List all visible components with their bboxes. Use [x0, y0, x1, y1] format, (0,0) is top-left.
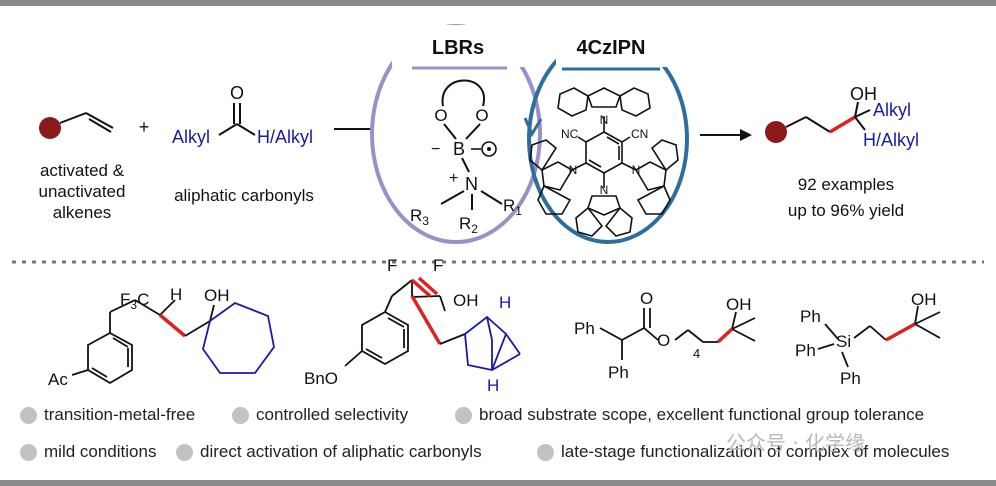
product-h-alkyl: H/Alkyl [863, 130, 919, 150]
substrate-dot [39, 117, 61, 139]
svg-text:B: B [453, 139, 465, 159]
feature-late-stage: late-stage functionalization of complex … [561, 442, 950, 461]
cycle-arrowhead [523, 117, 543, 138]
svg-text:N: N [600, 113, 609, 127]
carbonyl-label: aliphatic carbonyls [174, 186, 314, 205]
carbonyl-structure: Alkyl O H/Alkyl [172, 83, 313, 147]
svg-text:OH: OH [453, 291, 479, 310]
svg-text:Ph: Ph [840, 369, 861, 388]
alkene-label-line2: unactivated [39, 182, 126, 201]
svg-text:F: F [433, 256, 443, 275]
lbrs-title: LBRs [432, 37, 484, 59]
svg-text:BnO: BnO [304, 369, 338, 388]
example-2-structure [344, 279, 446, 367]
carbonyl-oxygen: O [230, 83, 244, 103]
example-1-structure [71, 299, 176, 385]
svg-text:O: O [434, 106, 447, 125]
svg-text:OH: OH [726, 295, 752, 314]
example-3-structure [599, 308, 756, 360]
feature-transition-metal-free: transition-metal-free [44, 405, 196, 424]
czipn-structure [529, 87, 679, 237]
svg-text:−: − [431, 141, 440, 158]
product-alkyl: Alkyl [873, 100, 911, 120]
svg-text:N: N [465, 174, 478, 194]
svg-text:Ph: Ph [574, 319, 595, 338]
feature-bullet [20, 407, 37, 424]
svg-text:N: N [600, 183, 609, 197]
svg-text:O: O [475, 106, 488, 125]
svg-text:F3C: F3C [120, 290, 149, 312]
example-4-structure [817, 305, 941, 368]
svg-text:N: N [632, 163, 641, 177]
svg-text:R1: R1 [503, 196, 522, 218]
feature-bullet [176, 444, 193, 461]
feature-direct-activation: direct activation of aliphatic carbonyls [200, 442, 482, 461]
svg-text:N: N [569, 163, 578, 177]
svg-text:OH: OH [204, 286, 230, 305]
carbonyl-alkyl: Alkyl [172, 127, 210, 147]
feature-bullet [20, 444, 37, 461]
svg-text:Ph: Ph [608, 363, 629, 382]
alkene-label-line3: alkenes [53, 203, 112, 222]
result-examples: 92 examples [798, 175, 894, 194]
feature-bullet [232, 407, 249, 424]
alkene-structure [39, 112, 114, 139]
feature-mild-conditions: mild conditions [44, 442, 157, 461]
lbr-structure: O O − B + N R3 R2 R1 [410, 79, 522, 236]
svg-text:CN: CN [631, 127, 648, 141]
cycloheptane-ring [202, 301, 275, 374]
svg-text:F: F [387, 256, 397, 275]
svg-text:Ph: Ph [800, 307, 821, 326]
svg-text:O: O [657, 331, 670, 350]
svg-text:H: H [499, 293, 511, 312]
svg-text:Si: Si [836, 332, 851, 351]
feature-controlled-selectivity: controlled selectivity [256, 405, 409, 424]
svg-text:H: H [487, 376, 499, 395]
svg-text:OH: OH [911, 290, 937, 309]
svg-text:4: 4 [693, 346, 700, 361]
top-border [0, 0, 996, 6]
feature-broad-scope: broad substrate scope, excellent functio… [479, 405, 925, 424]
watermark: 公众号 · 化学缘 [726, 431, 866, 455]
norbornane-ring [464, 315, 521, 372]
feature-bullet [537, 444, 554, 461]
svg-text:R3: R3 [410, 206, 429, 228]
svg-text:O: O [640, 289, 653, 308]
carbonyl-h-alkyl: H/Alkyl [257, 127, 313, 147]
svg-text:Ac: Ac [48, 370, 68, 389]
svg-text:R2: R2 [459, 214, 478, 236]
svg-text:H: H [170, 285, 182, 304]
feature-bullet [455, 407, 472, 424]
svg-text:+: + [449, 170, 458, 187]
product-oh: OH [850, 84, 877, 104]
svg-text:NC: NC [561, 127, 579, 141]
product-structure [765, 101, 871, 143]
alkene-label-line1: activated & [40, 161, 125, 180]
result-yield: up to 96% yield [788, 201, 904, 220]
czipn-title: 4CzIPN [577, 37, 646, 59]
plus-sign: + [139, 117, 150, 137]
bottom-border [0, 480, 996, 486]
svg-text:Ph: Ph [795, 341, 816, 360]
